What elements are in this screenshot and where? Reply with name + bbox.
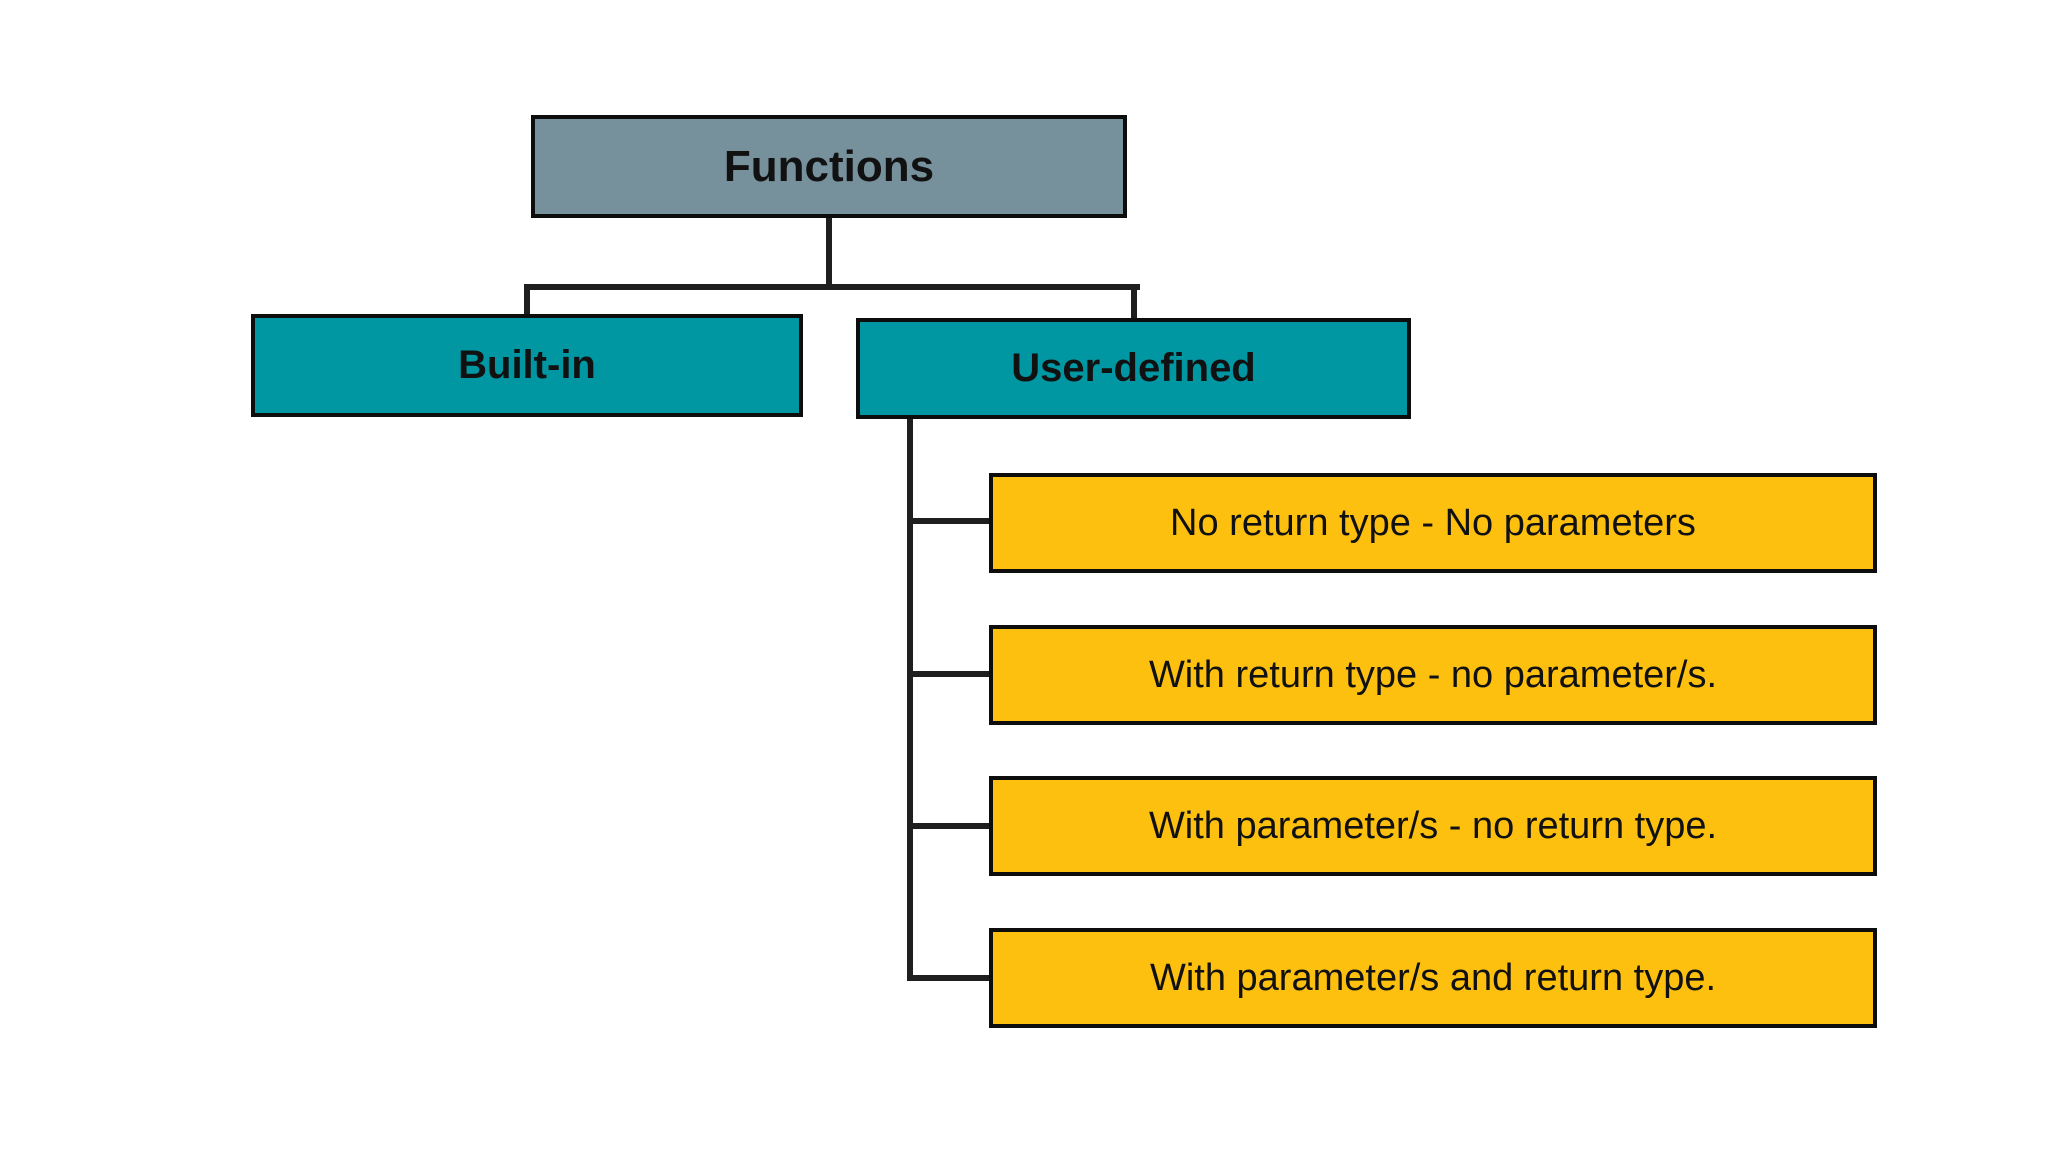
connector-userdefined-trunk — [907, 417, 913, 981]
connector-stub-leaf-4 — [907, 975, 993, 981]
node-params-and-return-label: With parameter/s and return type. — [1149, 956, 1717, 999]
node-params-and-return: With parameter/s and return type. — [989, 928, 1877, 1028]
connector-root-stem — [826, 216, 832, 288]
node-user-defined-label: User-defined — [1011, 346, 1256, 390]
node-return-no-params-label: With return type - no parameter/s. — [1148, 653, 1718, 696]
connector-drop-userdefined — [1131, 284, 1137, 322]
node-user-defined: User-defined — [856, 318, 1411, 419]
connector-stub-leaf-2 — [907, 671, 993, 677]
node-functions-label: Functions — [723, 141, 935, 191]
node-built-in: Built-in — [251, 314, 803, 417]
node-return-no-params: With return type - no parameter/s. — [989, 625, 1877, 725]
node-params-no-return: With parameter/s - no return type. — [989, 776, 1877, 876]
node-no-return-no-params: No return type - No parameters — [989, 473, 1877, 573]
connector-drop-builtin — [524, 284, 530, 318]
connector-stub-leaf-3 — [907, 823, 993, 829]
node-built-in-label: Built-in — [458, 343, 596, 387]
connector-stub-leaf-1 — [907, 518, 993, 524]
connector-branch-crossbar — [524, 284, 1140, 290]
node-functions: Functions — [531, 115, 1127, 218]
node-no-return-no-params-label: No return type - No parameters — [1170, 501, 1696, 544]
node-params-no-return-label: With parameter/s - no return type. — [1148, 804, 1718, 847]
